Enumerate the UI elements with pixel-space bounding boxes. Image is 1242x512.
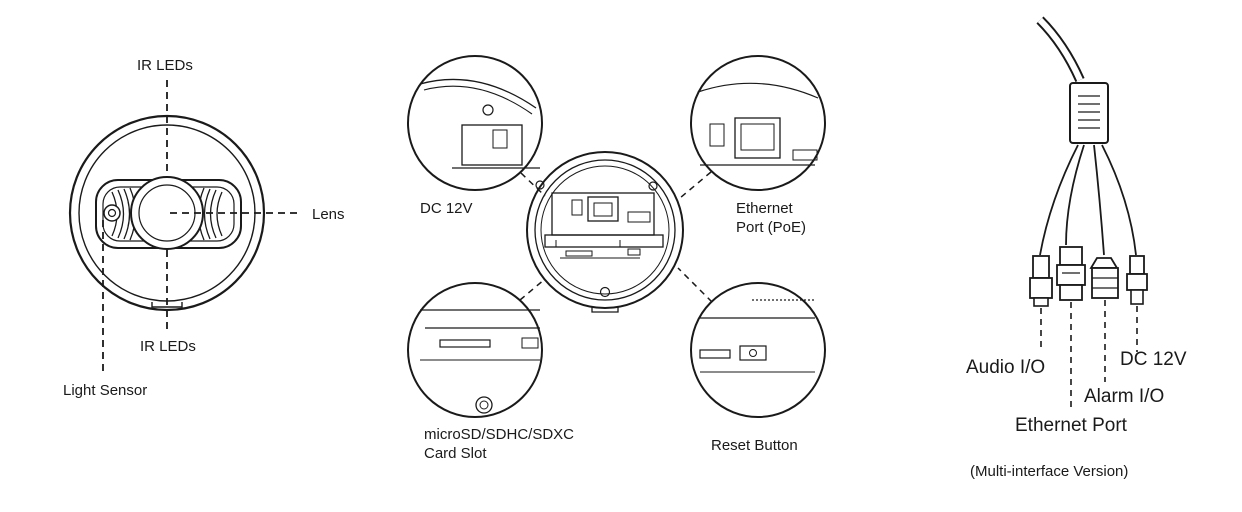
- label-ethernet-line2: Port (PoE): [736, 219, 807, 236]
- audio-connector-icon: [1029, 255, 1053, 307]
- label-ir-leds-top: IR LEDs: [137, 57, 193, 74]
- light-sensor-icon: [103, 204, 121, 222]
- label-ethernet-port-poe: Ethernet Port (PoE): [736, 199, 806, 237]
- label-ethernet-line1: Ethernet: [736, 200, 793, 217]
- alarm-connector-icon: [1089, 257, 1119, 299]
- detail-card-slot: [407, 282, 543, 418]
- label-lens: Lens: [312, 206, 345, 223]
- multi-interface-cable: [1029, 16, 1148, 412]
- label-dc-12v-cable: DC 12V: [1120, 349, 1187, 370]
- version-caption: (Multi-interface Version): [970, 463, 1129, 480]
- label-ethernet-port-cable: Ethernet Port: [1015, 415, 1127, 436]
- label-dc-12v: DC 12V: [420, 200, 473, 217]
- label-card-slot-line2: Card Slot: [424, 445, 487, 462]
- label-light-sensor: Light Sensor: [63, 382, 148, 399]
- detail-ethernet-port: [690, 55, 826, 191]
- dc-connector-icon: [1126, 255, 1148, 305]
- label-card-slot-line1: microSD/SDHC/SDXC: [424, 426, 575, 443]
- label-ir-leds-bottom: IR LEDs: [140, 338, 196, 355]
- camera-front-view: [68, 80, 300, 375]
- label-audio-io: Audio I/O: [966, 357, 1046, 378]
- label-reset-button: Reset Button: [711, 437, 798, 454]
- label-alarm-io: Alarm I/O: [1084, 386, 1165, 407]
- lens-icon: [130, 176, 204, 250]
- detail-dc-12v: [407, 55, 543, 191]
- detail-reset-button: [690, 282, 826, 418]
- camera-rear-view: [407, 55, 826, 418]
- label-card-slot: microSD/SDHC/SDXC Card Slot: [424, 425, 574, 463]
- ethernet-connector-icon: [1056, 246, 1086, 301]
